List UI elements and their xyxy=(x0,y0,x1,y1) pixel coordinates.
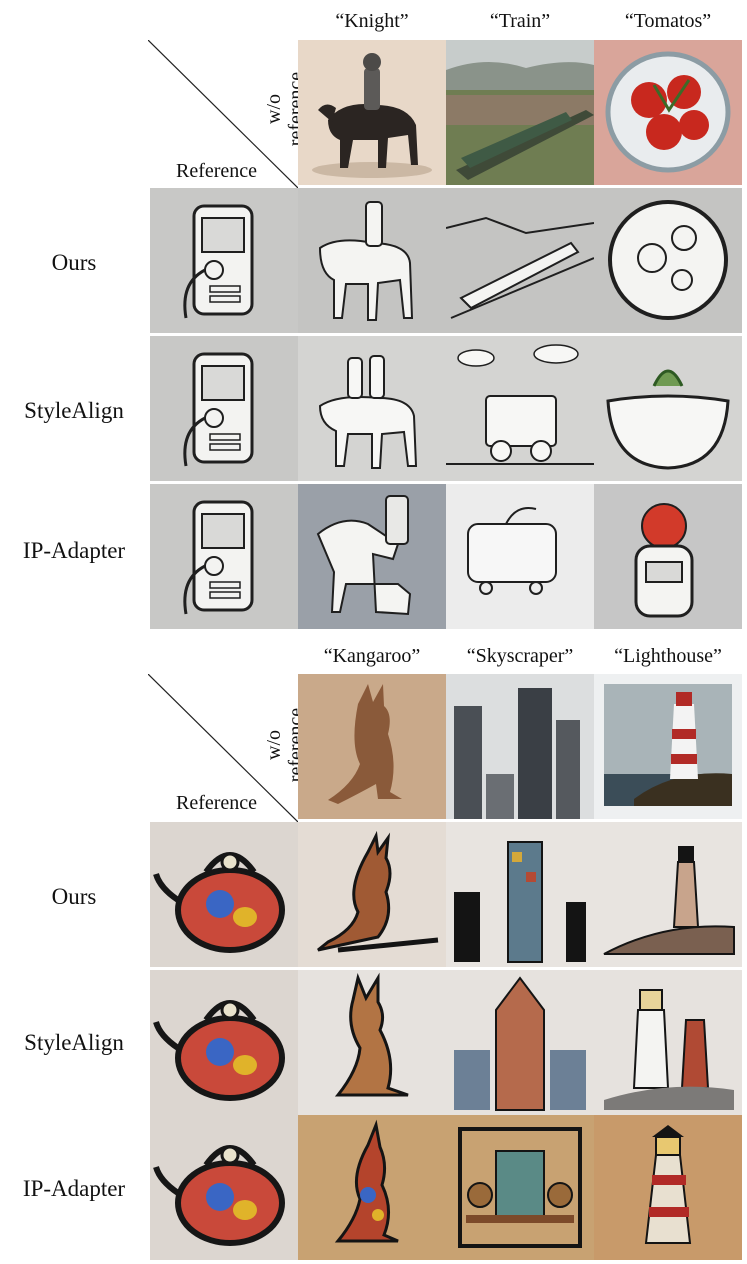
ours-knight-image xyxy=(298,188,446,333)
ipadapter-kangaroo-image xyxy=(298,1115,446,1260)
ours-tomatos-image xyxy=(594,188,742,333)
ipadapter-skyscraper-image xyxy=(446,1115,594,1260)
row-label-ours: Ours xyxy=(51,250,97,275)
reference-label: Reference xyxy=(176,160,258,182)
wo-label-line1: w/o xyxy=(263,94,285,124)
column-title-lighthouse: “Lighthouse” xyxy=(614,645,722,667)
reference-phone-ipadapter xyxy=(150,484,298,629)
stylealign-lighthouse-image xyxy=(594,970,742,1115)
column-title-knight: “Knight” xyxy=(335,10,409,32)
row-label-ours-2: Ours xyxy=(51,884,97,909)
ipadapter-knight-image xyxy=(298,484,446,629)
reference-phone-stylealign xyxy=(150,336,298,481)
reference-teapot-ours xyxy=(150,822,298,967)
row-label-ipadapter: IP-Adapter xyxy=(22,538,126,563)
row-label-stylealign: StyleAlign xyxy=(24,398,124,423)
ours-kangaroo-image xyxy=(298,822,446,967)
column-title-skyscraper: “Skyscraper” xyxy=(466,645,574,667)
reference-teapot-stylealign xyxy=(150,970,298,1115)
knight-image xyxy=(298,40,446,185)
column-title-kangaroo: “Kangaroo” xyxy=(323,645,421,667)
stylealign-knight-image xyxy=(298,336,446,481)
kangaroo-image xyxy=(298,674,446,819)
column-title-train: “Train” xyxy=(489,10,551,32)
stylealign-kangaroo-image xyxy=(298,970,446,1115)
ours-lighthouse-image xyxy=(594,822,742,967)
row-label-stylealign-2: StyleAlign xyxy=(24,1030,124,1055)
corner-diagonal-2 xyxy=(148,674,298,822)
reference-label-2: Reference xyxy=(176,792,258,814)
reference-phone-ours xyxy=(150,188,298,333)
stylealign-train-image xyxy=(446,336,594,481)
column-title-tomatos: “Tomatos” xyxy=(624,10,712,32)
reference-teapot-ipadapter xyxy=(150,1115,298,1260)
lighthouse-image xyxy=(594,674,742,819)
skyscraper-image xyxy=(446,674,594,819)
ipadapter-lighthouse-image xyxy=(594,1115,742,1260)
tomatos-image xyxy=(594,40,742,185)
corner-diagonal xyxy=(148,40,298,188)
wo-label-2-line1: w/o xyxy=(263,730,285,760)
ours-train-image xyxy=(446,188,594,333)
stylealign-skyscraper-image xyxy=(446,970,594,1115)
stylealign-tomatos-image xyxy=(594,336,742,481)
train-image xyxy=(446,40,594,185)
row-label-ipadapter-2: IP-Adapter xyxy=(22,1176,126,1201)
ipadapter-tomatos-image xyxy=(594,484,742,629)
ipadapter-train-image xyxy=(446,484,594,629)
ours-skyscraper-image xyxy=(446,822,594,967)
